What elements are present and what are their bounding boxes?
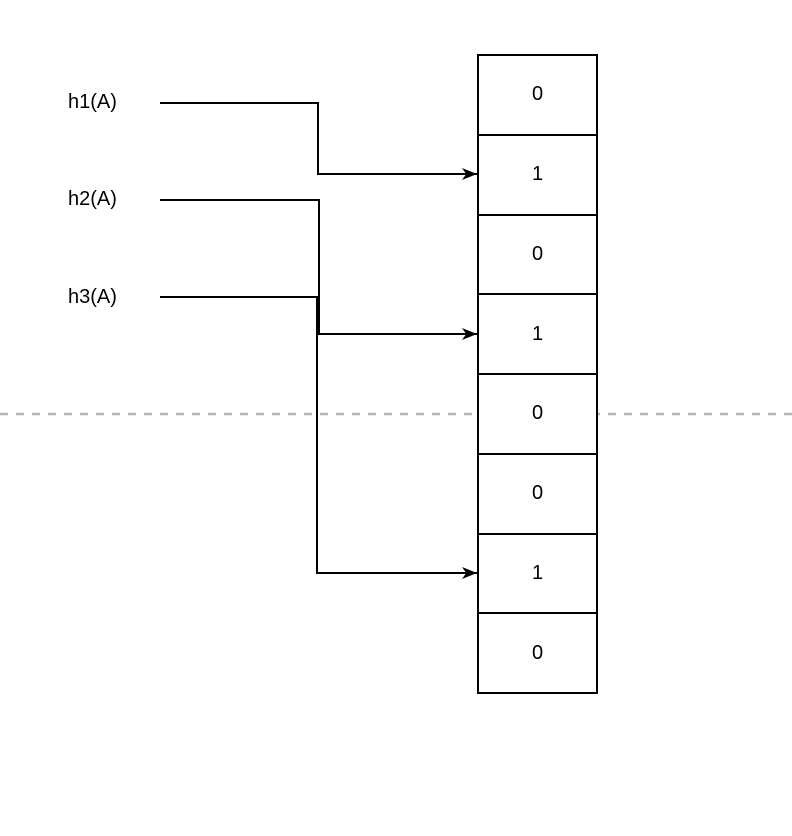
bit-cell-0: 0 xyxy=(479,56,596,134)
bit-cell-value: 1 xyxy=(531,322,544,345)
bit-cell-5: 0 xyxy=(479,452,596,533)
bit-cell-3: 1 xyxy=(479,293,596,373)
hash-label-h1: h1(A) xyxy=(68,91,117,113)
h1-arrow-connector xyxy=(160,102,477,180)
hash-label-h2: h2(A) xyxy=(68,188,117,210)
bit-cell-2: 0 xyxy=(479,213,596,294)
bit-cell-value: 0 xyxy=(531,482,544,505)
bit-cell-value: 0 xyxy=(531,641,544,664)
bit-array: 0 1 0 1 0 0 1 0 xyxy=(477,54,598,694)
h2-arrow-connector xyxy=(160,199,477,340)
bit-cell-value: 0 xyxy=(531,242,544,265)
bit-cell-value: 0 xyxy=(531,402,544,425)
bit-cell-6: 1 xyxy=(479,532,596,613)
bit-cell-1: 1 xyxy=(479,133,596,214)
h3-arrow-connector xyxy=(160,296,477,579)
bit-cell-value: 1 xyxy=(531,561,544,584)
bit-cell-value: 1 xyxy=(531,163,544,186)
bit-cell-4: 0 xyxy=(479,373,596,453)
hash-label-h3: h3(A) xyxy=(68,286,117,308)
bit-cell-7: 0 xyxy=(479,612,596,692)
bit-cell-value: 0 xyxy=(531,83,544,106)
